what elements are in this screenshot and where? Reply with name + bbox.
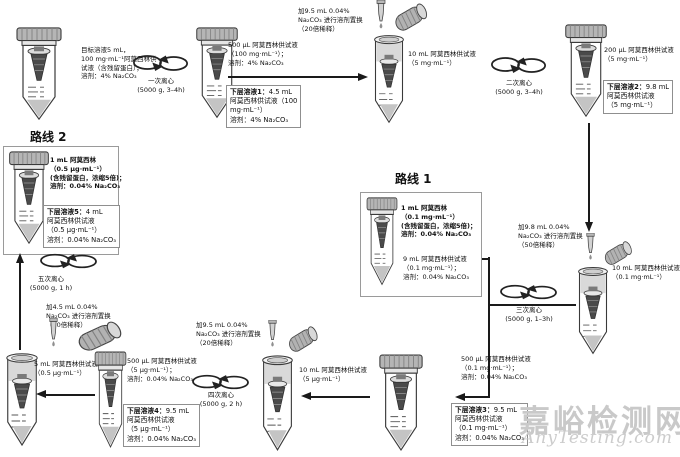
- arrow-left-to-tube7-head: [301, 391, 311, 400]
- aliquot-500ul-0p1mg-label: 500 μL 阿莫西林供试液 （0.1 mg·mL⁻¹）； 溶剂：0.04% N…: [461, 355, 531, 381]
- centrifuge-step-3-label: 三次离心 (5000 g, 1–3h): [505, 306, 553, 323]
- dropper-icon-4: [266, 320, 279, 348]
- tube-diluted-0p1mg: [575, 264, 611, 358]
- tube-cap-icon-1: [392, 2, 432, 32]
- tube-diluted-0p5ug-label: 5 mL 阿莫西林供试液 （0.5 μg·mL⁻¹）: [34, 360, 98, 377]
- solvent-exchange-20x-b-label: 加9.5 mL 0.04% Na₂CO₃ 进行溶剂置换 （20倍稀释）: [196, 321, 261, 347]
- tube-cap-icon-2: [602, 240, 636, 266]
- solvent-exchange-10x-label: 加4.5 mL 0.04% Na₂CO₃ 进行溶剂置换 （10倍稀释）: [46, 303, 111, 329]
- dropper-icon-5: [47, 318, 60, 348]
- lower-solution-2-box: 下层溶液2：9.8 mL 阿莫西林供试液 （5 mg·mL⁻¹）: [603, 80, 674, 114]
- lower-solution-5-body: 4 mL 阿莫西林供试液 （0.5 μg·mL⁻¹） 溶剂：0.04% Na₂C…: [47, 208, 116, 244]
- arrow-to-lower3-head: [455, 392, 465, 401]
- tube-diluted-5mg-label: 10 mL 阿莫西林供试液 （5 mg·mL⁻¹）: [408, 50, 476, 67]
- lower-solution-1-box: 下层溶液1：4.5 mL 阿莫西林供试液（100 mg·mL⁻¹） 溶剂：4% …: [226, 85, 302, 128]
- aliquot-200ul-5mg-label: 200 μL 阿莫西林供试液 （5 mg·mL⁻¹）: [604, 46, 674, 63]
- arrow-left-to-tube8-head: [36, 389, 46, 398]
- route-1-title: 路线 1: [395, 172, 432, 186]
- tube-route-1-result: [365, 197, 399, 289]
- centrifuge-rotation-icon-1: [131, 52, 191, 74]
- flow-arrow-down-head: [584, 222, 593, 232]
- watermark-site: AnyTesting.com: [522, 428, 674, 448]
- centrifuge-rotation-icon-4: [190, 372, 252, 392]
- route-1-sub-label: 9 mL 阿莫西林供试液 （0.1 mg·mL⁻¹）； 溶剂：0.04% Na₂…: [403, 255, 469, 281]
- arrow-up-to-route2-head: [15, 253, 24, 263]
- flow-arrow-to-dilution-1-head: [358, 72, 368, 81]
- lower-solution-5-title: 下层溶液5：: [47, 208, 86, 216]
- flow-arrow-down-line: [588, 123, 590, 223]
- tube-after-third-centrifugation: [377, 354, 425, 455]
- solvent-exchange-20x-a-label: 加9.5 mL 0.04% Na₂CO₃ 进行溶剂置换 （20倍稀释）: [298, 7, 363, 33]
- aliquot-500ul-100mg-label: 500 μL 阿莫西林供试液 （100 mg·mL⁻¹）； 溶剂：4% Na₂C…: [228, 41, 298, 67]
- elbow-connector-horizontal: [489, 304, 576, 306]
- tube-target-solution: [14, 27, 64, 124]
- lower-solution-4-title: 下层溶液4：: [127, 407, 166, 415]
- solvent-exchange-50x-label: 加9.8 mL 0.04% Na₂CO₃ 进行溶剂置换 （50倍稀释）: [518, 223, 583, 249]
- lower-solution-3-body: 9.5 mL 阿莫西林供试液 （0.1 mg·mL⁻¹） 溶剂：0.04% Na…: [455, 406, 524, 442]
- arrow-left-to-tube7-line: [311, 395, 370, 398]
- route-2-main-label: 1 mL 阿莫西林 （0.5 μg·mL⁻¹） (含残留蛋白，浓缩5倍)； 溶剂…: [50, 156, 126, 191]
- tube-diluted-5ug: [259, 352, 296, 455]
- tube-diluted-0p1mg-label: 10 mL 阿莫西林供试液 （0.1 mg·mL⁻¹）: [612, 264, 680, 281]
- centrifuge-step-5-label: 五次离心 (5000 g, 1 h): [29, 275, 73, 292]
- tube-cap-icon-5: [74, 320, 128, 352]
- arrow-to-lower3-line: [465, 396, 489, 398]
- tube-target-solution-label: 目标溶液5 mL， 100 mg·mL⁻¹阿莫西林供 试液（含残留蛋白）； 溶剂…: [81, 46, 157, 81]
- arrow-up-to-route2-line: [19, 262, 21, 350]
- route-2-title: 路线 2: [30, 130, 67, 144]
- centrifuge-step-1-label: 一次离心 (5000 g, 3–4h): [137, 77, 185, 94]
- arrow-left-to-tube8-line: [46, 393, 95, 396]
- lower-solution-3-box: 下层溶液3：9.5 mL 阿莫西林供试液 （0.1 mg·mL⁻¹） 溶剂：0.…: [451, 403, 528, 446]
- lower-solution-3-title: 下层溶液3：: [455, 406, 494, 414]
- route-1-main-label: 1 mL 阿莫西林 （0.1 mg·mL⁻¹） (含残留蛋白，浓缩5倍)； 溶剂…: [401, 204, 477, 239]
- lower-solution-5-box: 下层溶液5：4 mL 阿莫西林供试液 （0.5 μg·mL⁻¹） 溶剂：0.04…: [43, 205, 120, 248]
- tube-diluted-5ug-label: 10 mL 阿莫西林供试液 （5 μg·mL⁻¹）: [299, 366, 367, 383]
- centrifuge-step-2-label: 二次离心 (5000 g, 3–4h): [495, 79, 543, 96]
- elbow-connector-vertical: [488, 257, 490, 398]
- lower-solution-2-body: 9.8 mL 阿莫西林供试液 （5 mg·mL⁻¹）: [607, 83, 670, 110]
- centrifuge-rotation-icon-2: [489, 54, 549, 76]
- dropper-icon-2: [584, 233, 597, 261]
- watermark-brand: 嘉峪检测网: [519, 404, 680, 440]
- lower-solution-4-body: 9.5 mL 阿莫西林供试液 （5 μg·mL⁻¹） 溶剂：0.04% Na₂C…: [127, 407, 196, 443]
- tube-diluted-5mg: [371, 32, 407, 127]
- lower-solution-4-box: 下层溶液4：9.5 mL 阿莫西林供试液 （5 μg·mL⁻¹） 溶剂：0.04…: [123, 404, 200, 447]
- lower-solution-1-title: 下层溶液1：: [230, 88, 269, 96]
- arrow-to-route1-line: [477, 257, 489, 260]
- lower-solution-1-body: 4.5 mL 阿莫西林供试液（100 mg·mL⁻¹） 溶剂：4% Na₂CO₃: [230, 88, 298, 124]
- centrifuge-rotation-icon-3: [498, 282, 560, 302]
- dropper-icon-1: [374, 0, 388, 30]
- aliquot-500ul-5ug-label: 500 μL 阿莫西林供试液 （5 μg·mL⁻¹）； 溶剂：0.04% Na₂…: [127, 357, 197, 383]
- tube-cap-icon-4: [286, 325, 322, 353]
- centrifuge-rotation-icon-5: [38, 251, 100, 271]
- lower-solution-2-title: 下层溶液2：: [607, 83, 646, 91]
- flow-arrow-to-dilution-1-line: [228, 76, 360, 78]
- centrifuge-step-4-label: 四次离心 (5000 g, 2 h): [199, 391, 243, 408]
